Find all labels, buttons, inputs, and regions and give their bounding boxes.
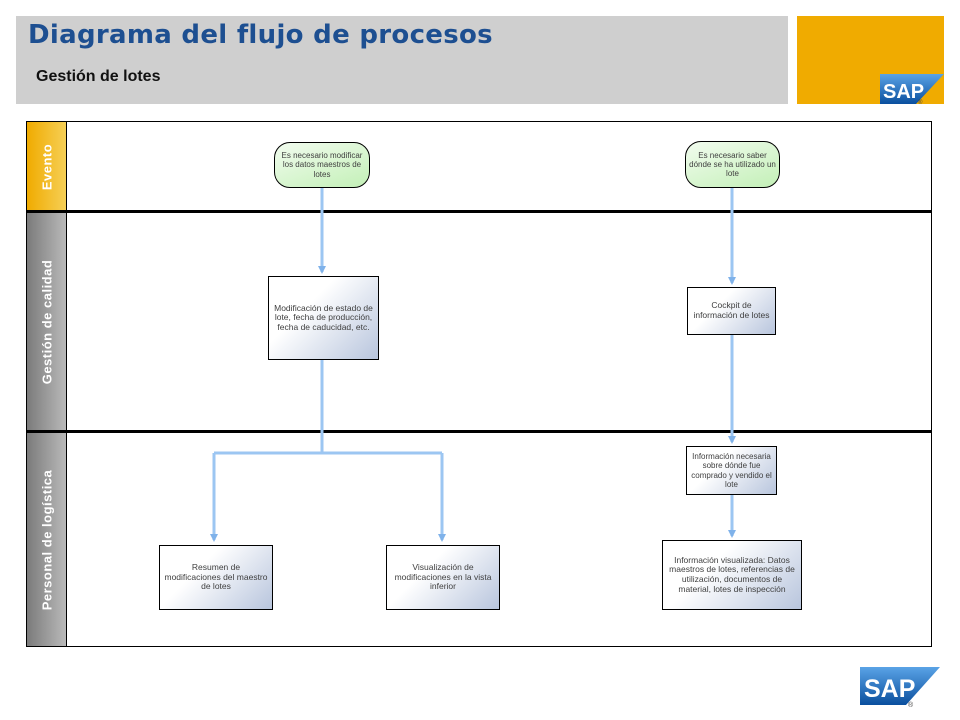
sap-logo-bottom-text: SAP bbox=[864, 675, 915, 703]
sap-logo-bottom: SAP ® bbox=[860, 667, 940, 709]
svg-text:®: ® bbox=[908, 701, 914, 709]
event-modify-batch-master-text: Es necesario modificar los datos maestro… bbox=[281, 151, 363, 179]
event-batch-where-used[interactable]: Es necesario saber dónde se ha utilizado… bbox=[685, 141, 780, 188]
lane-divider-1 bbox=[26, 210, 932, 213]
lane-personal-logistica: Personal de logística bbox=[27, 433, 67, 646]
page-subtitle: Gestión de lotes bbox=[36, 68, 161, 85]
task-lower-view-modifications[interactable]: Visualización de modificaciones en la vi… bbox=[386, 545, 500, 610]
event-batch-where-used-text: Es necesario saber dónde se ha utilizado… bbox=[689, 150, 776, 179]
task-summary-modifications-text: Resumen de modificaciones del maestro de… bbox=[164, 562, 268, 592]
task-batch-info-cockpit-text: Cockpit de información de lotes bbox=[693, 300, 770, 320]
svg-text:®: ® bbox=[918, 99, 923, 106]
lane-evento: Evento bbox=[27, 122, 67, 211]
task-summary-modifications[interactable]: Resumen de modificaciones del maestro de… bbox=[159, 545, 273, 610]
task-batch-info-cockpit[interactable]: Cockpit de información de lotes bbox=[687, 287, 776, 335]
page-title: Diagrama del flujo de procesos bbox=[28, 20, 493, 50]
task-info-needed[interactable]: Información necesaria sobre dónde fue co… bbox=[686, 446, 777, 495]
task-info-displayed-text: Información visualizada: Datos maestros … bbox=[669, 554, 795, 594]
diagram-frame bbox=[26, 121, 932, 647]
task-info-needed-text: Información necesaria sobre dónde fue co… bbox=[691, 452, 772, 489]
lane-gestion-calidad: Gestión de calidad bbox=[27, 213, 67, 430]
event-modify-batch-master[interactable]: Es necesario modificar los datos maestro… bbox=[274, 142, 370, 188]
task-modify-batch-status-text: Modificación de estado de lote, fecha de… bbox=[274, 302, 373, 332]
sap-logo-top: SAP ® bbox=[880, 74, 944, 106]
header-band bbox=[16, 16, 788, 104]
task-lower-view-modifications-text: Visualización de modificaciones en la vi… bbox=[394, 562, 492, 592]
task-info-displayed[interactable]: Información visualizada: Datos maestros … bbox=[662, 540, 802, 610]
task-modify-batch-status[interactable]: Modificación de estado de lote, fecha de… bbox=[268, 276, 379, 360]
lane-divider-2 bbox=[26, 430, 932, 433]
sap-logo-top-text: SAP bbox=[883, 81, 924, 103]
